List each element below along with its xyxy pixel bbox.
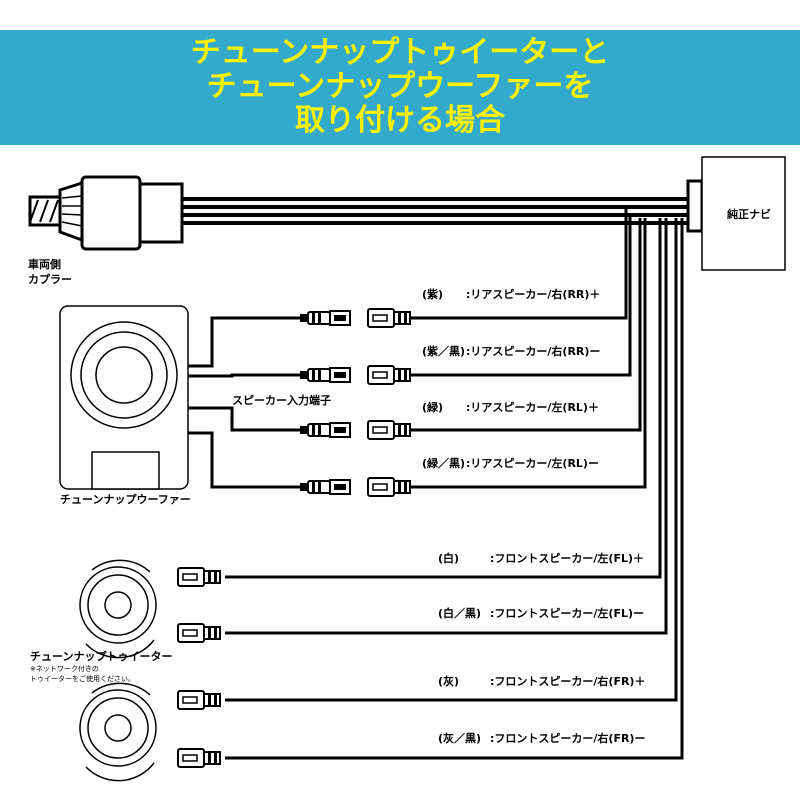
woofer-leads [188,316,300,489]
woofer-label: チューンナップウーファー [60,492,191,506]
female-connector [177,567,221,587]
speaker-terminal-label: スピーカー入力端子 [232,393,331,407]
tweeter-label: チューンナップトゥイーター [30,649,172,663]
tweeter-left [79,559,157,659]
wire-color-label: (灰) [438,674,459,688]
front-female-connectors [177,567,221,768]
male-connector [300,479,351,495]
tweeter-note-1: ※ネットワーク付きの [30,664,99,673]
wire-color-label: (白) [438,551,459,565]
female-connector [177,623,221,643]
male-connector [300,310,351,326]
tweeter-right [79,682,157,782]
wire-desc-label: :フロントスピーカー/右(FR)＋ [490,674,645,688]
female-connector [177,690,221,710]
rear-female-connectors [367,308,411,497]
title-banner: チューンナップトゥイーターと チューンナップウーファーを 取り付ける場合 [0,30,800,145]
coupler-label-1: 車両側 [28,257,61,271]
title-line-2: チューンナップウーファーを [206,69,594,104]
male-connector [300,422,351,438]
title-line-3: 取り付ける場合 [295,103,505,138]
wire-color-label: (灰／黒) [438,731,481,745]
female-connector [367,420,411,440]
main-harness [182,197,688,225]
wire-desc-label: :リアスピーカー/左(RL)ー [466,456,599,470]
woofer-unit [59,305,189,490]
tweeter-note-2: トゥイーターをご使用ください。 [30,674,135,683]
wire-desc-label: :フロントスピーカー/右(FR)ー [490,731,645,745]
female-connector [367,477,411,497]
female-connector [177,748,221,768]
wire-desc-label: :フロントスピーカー/左(FL)＋ [490,551,644,565]
wire-color-label: (紫／黒) [422,344,465,358]
navi-unit [686,156,786,271]
woofer-connectors [300,310,351,495]
wire-desc-label: :リアスピーカー/右(RR)ー [466,344,600,358]
drop-wires [225,205,684,760]
female-connector [367,308,411,328]
wire-color-label: (白／黒) [438,606,481,620]
wire-desc-label: :リアスピーカー/左(RL)＋ [466,400,599,414]
wire-desc-label: :リアスピーカー/右(RR)＋ [466,287,600,301]
wire-color-label: (緑) [422,400,443,414]
navi-label: 純正ナビ [727,207,771,221]
male-connector [300,367,351,383]
car-coupler [28,175,184,251]
coupler-label-2: カプラー [28,272,72,286]
wire-color-label: (紫) [422,287,443,301]
wire-desc-label: :フロントスピーカー/左(FL)ー [490,606,644,620]
wire-labels: (紫) :リアスピーカー/右(RR)＋ (紫／黒) :リアスピーカー/右(RR)… [422,287,645,745]
wire-color-label: (緑／黒) [422,456,465,470]
title-line-1: チューンナップトゥイーターと [190,35,610,70]
female-connector [367,365,411,385]
